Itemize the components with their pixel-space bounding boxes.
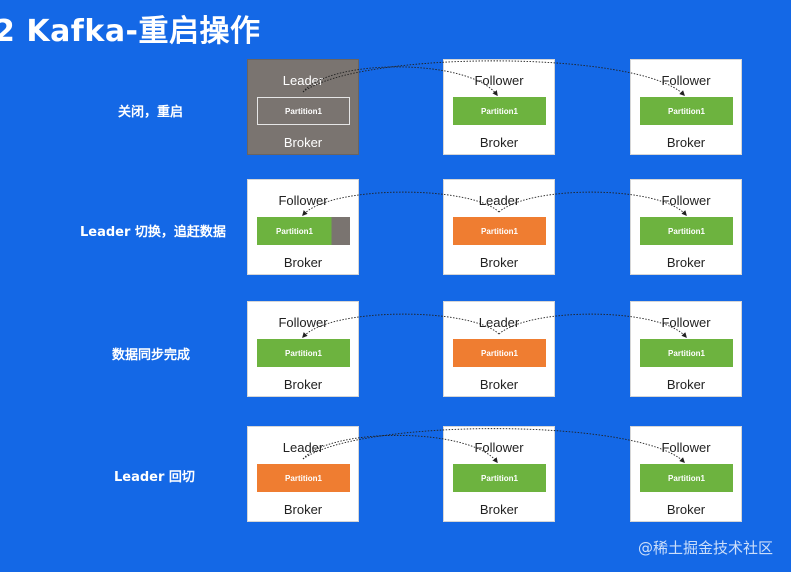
- partition-box: Partition1: [640, 217, 733, 245]
- broker-label: Broker: [283, 502, 323, 517]
- partition-box: Partition1: [640, 97, 733, 125]
- broker-label: Broker: [479, 135, 519, 150]
- broker-row3-col2: Leader Partition1 Broker: [443, 301, 555, 397]
- broker-label: Broker: [283, 255, 323, 270]
- broker-role: Follower: [278, 315, 328, 330]
- broker-role: Follower: [278, 193, 328, 208]
- broker-row1-col3: Follower Partition1 Broker: [630, 59, 742, 155]
- broker-role: Leader: [478, 315, 520, 330]
- broker-label: Broker: [479, 377, 519, 392]
- row-label-sync-complete: 数据同步完成: [112, 348, 191, 363]
- partition-box: Partition1: [453, 339, 546, 367]
- partition-box: Partition1: [640, 464, 733, 492]
- broker-role: Leader: [282, 73, 324, 88]
- broker-label: Broker: [283, 135, 323, 150]
- broker-row3-col1: Follower Partition1 Broker: [247, 301, 359, 397]
- partition-box: Partition1: [257, 97, 350, 125]
- broker-row1-col2: Follower Partition1 Broker: [443, 59, 555, 155]
- broker-role: Follower: [661, 73, 711, 88]
- partition-box: Partition1: [257, 464, 350, 492]
- broker-label: Broker: [666, 502, 706, 517]
- broker-role: Leader: [282, 440, 324, 455]
- broker-role: Follower: [661, 193, 711, 208]
- partition-box: Partition1: [453, 97, 546, 125]
- broker-label: Broker: [479, 502, 519, 517]
- broker-row1-col1: Leader Partition1 Broker: [247, 59, 359, 155]
- row-label-leader-switchback: Leader 回切: [114, 470, 195, 485]
- row-label-shutdown-restart: 关闭，重启: [118, 105, 184, 120]
- row-label-leader-switch: Leader 切换，追赶数据: [80, 225, 226, 240]
- broker-label: Broker: [666, 135, 706, 150]
- broker-label: Broker: [666, 377, 706, 392]
- broker-role: Leader: [478, 193, 520, 208]
- partition-box: Partition1: [257, 217, 350, 245]
- watermark: @稀土掘金技术社区: [637, 539, 773, 557]
- partition-box: Partition1: [453, 217, 546, 245]
- broker-role: Follower: [474, 440, 524, 455]
- broker-row3-col3: Follower Partition1 Broker: [630, 301, 742, 397]
- partition-box: Partition1: [640, 339, 733, 367]
- partition-box: Partition1: [257, 339, 350, 367]
- broker-label: Broker: [283, 377, 323, 392]
- page-title: 2 Kafka-重启操作: [0, 14, 261, 49]
- broker-row2-col3: Follower Partition1 Broker: [630, 179, 742, 275]
- broker-row4-col1: Leader Partition1 Broker: [247, 426, 359, 522]
- partition-box: Partition1: [453, 464, 546, 492]
- broker-row4-col2: Follower Partition1 Broker: [443, 426, 555, 522]
- broker-row4-col3: Follower Partition1 Broker: [630, 426, 742, 522]
- broker-row2-col1: Follower Partition1 Broker: [247, 179, 359, 275]
- broker-label: Broker: [479, 255, 519, 270]
- broker-role: Follower: [661, 315, 711, 330]
- broker-row2-col2: Leader Partition1 Broker: [443, 179, 555, 275]
- broker-role: Follower: [474, 73, 524, 88]
- broker-role: Follower: [661, 440, 711, 455]
- broker-label: Broker: [666, 255, 706, 270]
